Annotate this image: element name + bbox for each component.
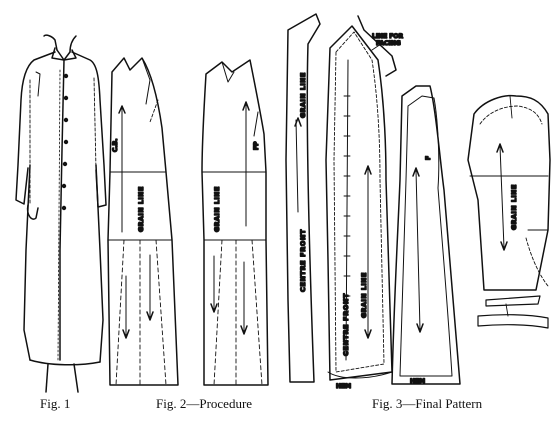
- coat-buttons: [61, 73, 69, 211]
- fig2b-fp-label: FP: [253, 141, 260, 150]
- fig1-coat-drawing: [15, 34, 107, 393]
- fig2a-grain-line-label: GRAIN LINE: [138, 186, 145, 232]
- fig3-panel-centre-front-label: CENTRE FRONT: [342, 293, 350, 356]
- line-for-facing-label-1: LINE FOR: [372, 33, 403, 40]
- fig3-sleeve-grain-line-label: GRAIN LINE: [511, 184, 518, 230]
- fig3-panel-hem-label: HEM: [336, 383, 351, 390]
- fig3-side-f-label: F: [425, 156, 432, 160]
- fig2-right-pattern: [201, 59, 269, 386]
- fig2a-cb-label: C.B.: [112, 138, 119, 152]
- fig3-caption: Fig. 3—Final Pattern: [372, 396, 483, 411]
- fig2b-grain-line-label: GRAIN LINE: [214, 186, 221, 232]
- fig3-centre-front-strip: [285, 13, 321, 383]
- fig3-side-hem-label: HEM: [410, 378, 425, 385]
- fig3-side-panel: [391, 85, 461, 385]
- fig2-caption: Fig. 2—Procedure: [156, 396, 253, 411]
- fig3-sleeve: [467, 94, 551, 329]
- fig3-strip-centre-front-label: CENTRE FRONT: [299, 229, 307, 292]
- fig2-left-pattern: [107, 57, 179, 386]
- facing-ticks: [343, 95, 351, 297]
- fig1-caption: Fig. 1: [40, 396, 71, 411]
- fig3-strip-grain-line-label: GRAIN LINE: [300, 72, 307, 118]
- fig3-panel-grain-line-label: GRAIN LINE: [361, 272, 368, 318]
- line-for-facing-label-2: FACING: [376, 40, 401, 47]
- fig3-front-panel: [325, 15, 397, 381]
